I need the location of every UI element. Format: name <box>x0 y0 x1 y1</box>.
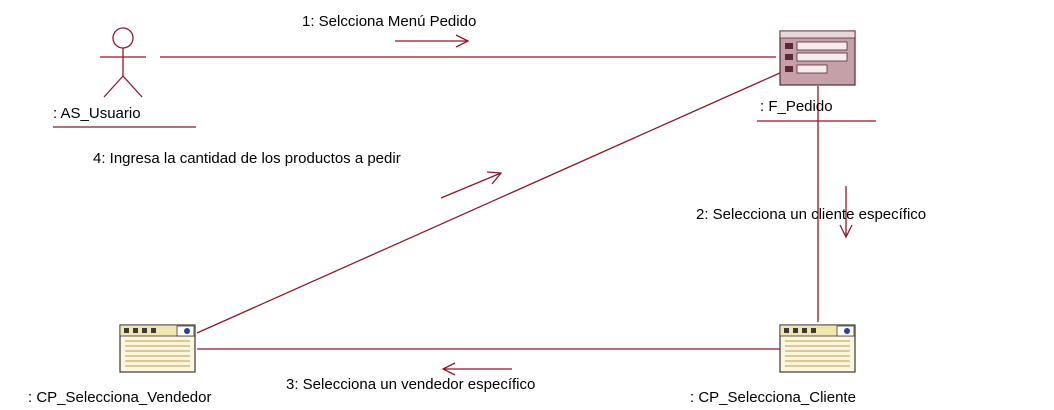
message-3-label: 3: Selecciona un vendedor específico <box>286 376 535 393</box>
window-icon <box>779 324 856 373</box>
message-4[interactable]: 4: Ingresa la cantidad de los productos … <box>93 150 503 199</box>
link-vendor-form[interactable] <box>196 71 783 334</box>
message-4-label: 4: Ingresa la cantidad de los productos … <box>93 150 401 167</box>
window-icon <box>119 324 196 373</box>
arrow-up-right-icon <box>440 171 503 199</box>
object-f-pedido[interactable]: : F_Pedido <box>757 30 876 122</box>
message-1-label: 1: Selcciona Menú Pedido <box>302 13 476 30</box>
arrow-down-icon <box>839 186 853 239</box>
object-cp-selecciona-cliente[interactable]: : CP_Selecciona_Cliente <box>690 324 856 406</box>
message-1[interactable]: 1: Selcciona Menú Pedido <box>302 13 476 48</box>
message-2[interactable]: 2: Selecciona un cliente específico <box>696 186 926 239</box>
form-label: : F_Pedido <box>760 98 833 115</box>
form-icon <box>779 30 856 86</box>
message-2-label: 2: Selecciona un cliente específico <box>696 206 926 223</box>
actor-icon <box>100 27 146 98</box>
vendor-label: : CP_Selecciona_Vendedor <box>28 389 211 406</box>
actor-label: : AS_Usuario <box>53 105 141 122</box>
arrow-right-icon <box>395 34 470 48</box>
object-cp-selecciona-vendedor[interactable]: : CP_Selecciona_Vendedor <box>28 324 211 406</box>
client-label: : CP_Selecciona_Cliente <box>690 389 856 406</box>
message-3[interactable]: 3: Selecciona un vendedor específico <box>286 362 535 393</box>
actor-as-usuario[interactable]: : AS_Usuario <box>53 27 196 128</box>
arrow-left-icon <box>441 362 512 376</box>
links <box>160 56 819 350</box>
